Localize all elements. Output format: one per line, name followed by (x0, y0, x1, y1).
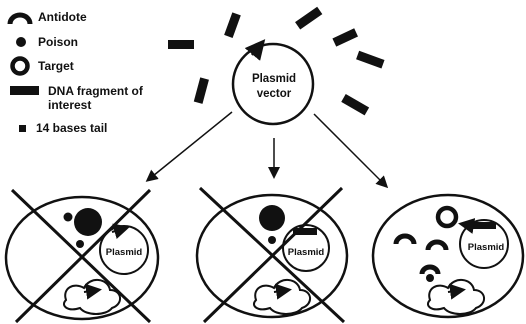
left-poison-dot (76, 240, 84, 248)
left-plasmid-label: Plasmid (106, 247, 143, 258)
dna-fragment (168, 40, 194, 49)
left-cell: Plasmid (6, 190, 158, 322)
dna-fragment (356, 51, 384, 69)
right-cell: Plasmid (373, 195, 523, 317)
arrow-to-left-cell (148, 112, 232, 180)
vector-label-line2: vector (257, 88, 292, 100)
middle-poison-dot (268, 236, 276, 244)
arrow-to-right-cell (314, 114, 386, 186)
dna-fragment (224, 12, 241, 38)
dna-fragment (332, 28, 358, 46)
middle-cell: Plasmid (197, 188, 347, 322)
dna-fragment (295, 7, 322, 30)
right-plasmid-label: Plasmid (468, 242, 505, 253)
right-poison-dot (426, 274, 434, 282)
left-poison-dot (64, 213, 73, 222)
vector-label-line1: Plasmid (252, 73, 296, 85)
middle-target-dot (259, 205, 285, 231)
dna-fragment (341, 94, 369, 115)
left-target-dot (74, 208, 102, 236)
dna-fragment (194, 77, 209, 103)
middle-plasmid-label: Plasmid (288, 247, 325, 258)
